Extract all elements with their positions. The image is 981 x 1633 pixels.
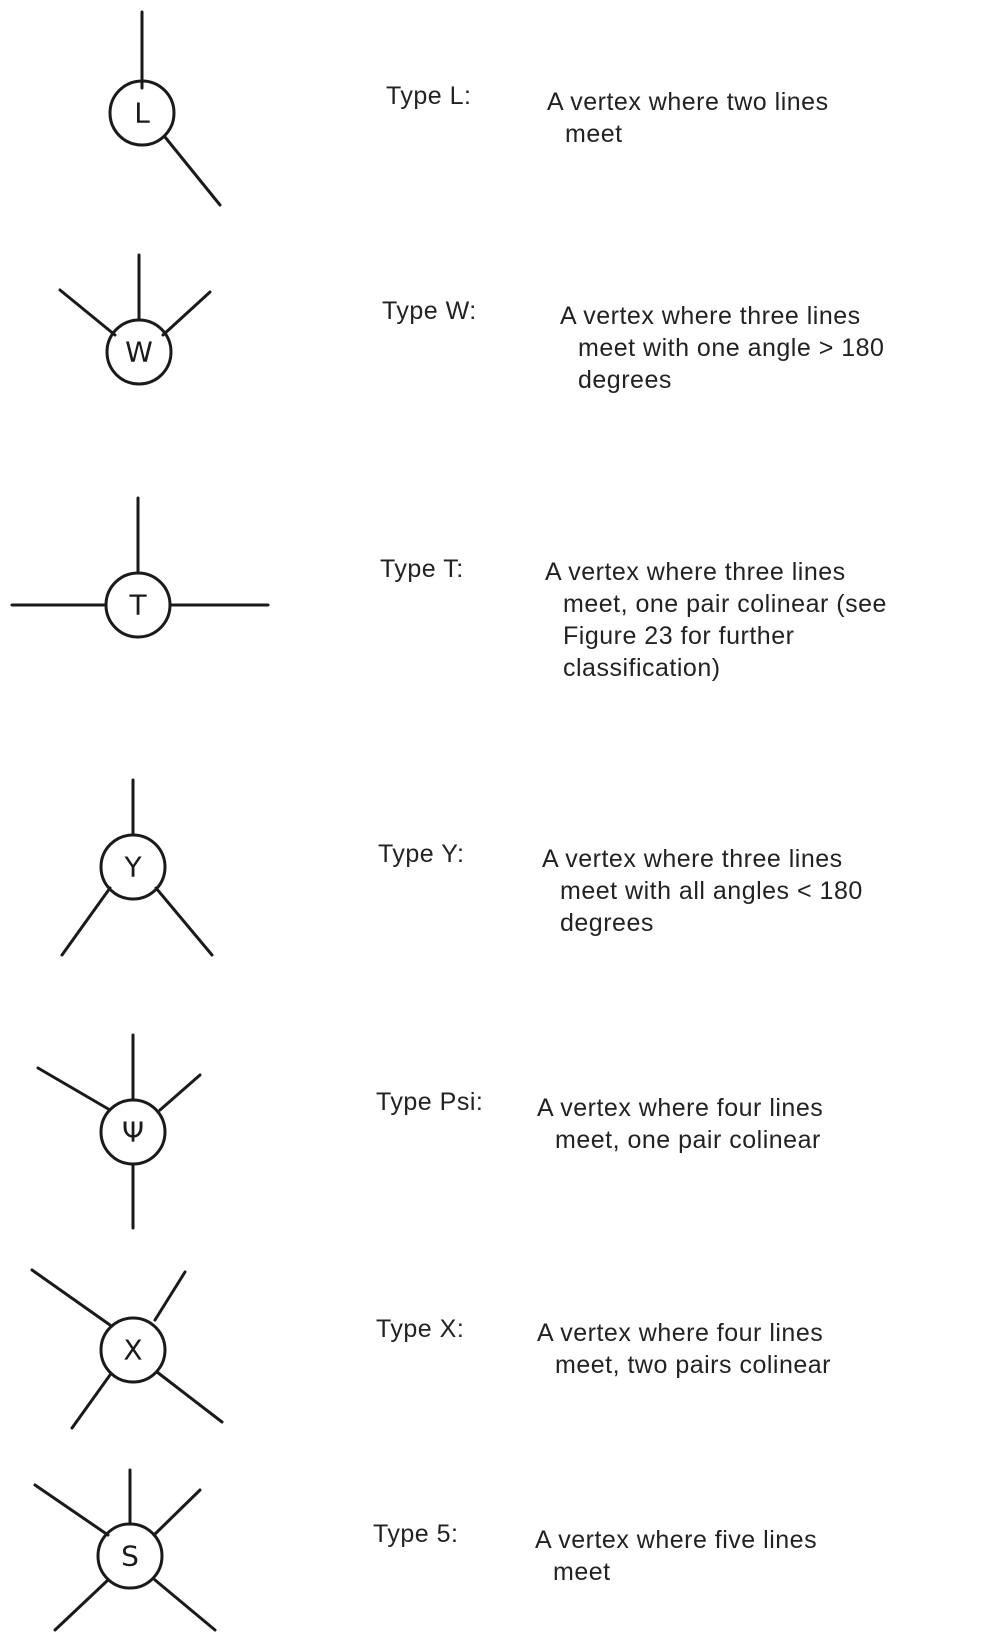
type-label-psi: Type Psi:: [376, 1088, 484, 1116]
description-line: meet, one pair colinear (see: [563, 590, 887, 618]
type-label-5: Type 5:: [373, 1520, 459, 1548]
description-line: A vertex where two lines: [547, 88, 829, 116]
description-5: A vertex where five lines meet: [535, 1524, 817, 1588]
type-label-w: Type W:: [382, 297, 477, 325]
vertex-glyph-5: S: [33, 1468, 217, 1632]
description-line: A vertex where three lines: [542, 845, 843, 873]
description-line: classification): [563, 654, 721, 682]
vertex-glyph-symbol: S: [121, 1540, 139, 1573]
description-line: A vertex where three lines: [545, 558, 846, 586]
description-line: Figure 23 for further: [563, 622, 795, 650]
vertex-glyph-symbol: L: [134, 97, 150, 130]
description-line: degrees: [578, 366, 672, 394]
description-line: A vertex where four lines: [537, 1094, 824, 1122]
description-line: meet with all angles < 180: [560, 877, 863, 905]
vertex-glyph-t: T: [10, 496, 270, 639]
description-t: A vertex where three lines meet, one pai…: [545, 556, 887, 684]
type-label-t: Type T:: [380, 555, 464, 583]
type-label-x: Type X:: [376, 1315, 465, 1343]
description-line: meet: [553, 1558, 611, 1586]
description-line: meet with one angle > 180: [578, 334, 885, 362]
vertex-glyph-symbol: W: [125, 336, 153, 369]
type-label-l: Type L:: [386, 82, 472, 110]
description-l: A vertex where two lines meet: [547, 86, 829, 150]
vertex-glyph-w: W: [58, 253, 212, 386]
vertex-glyph-symbol: T: [128, 589, 147, 622]
description-x: A vertex where four lines meet, two pair…: [537, 1317, 831, 1381]
description-w: A vertex where three lines meet with one…: [560, 300, 884, 396]
vertex-glyph-symbol: X: [123, 1334, 142, 1367]
description-y: A vertex where three lines meet with all…: [542, 843, 863, 939]
description-line: A vertex where three lines: [560, 302, 861, 330]
description-line: degrees: [560, 909, 654, 937]
description-line: A vertex where five lines: [535, 1526, 818, 1554]
vertex-glyph-psi: Ψ: [36, 1033, 202, 1230]
vertex-glyph-y: Y: [60, 778, 214, 957]
description-line: meet, one pair colinear: [555, 1126, 821, 1154]
vertex-glyph-symbol: Y: [123, 851, 142, 884]
vertex-glyph-symbol: Ψ: [122, 1116, 144, 1149]
description-line: A vertex where four lines: [537, 1319, 824, 1347]
type-label-y: Type Y:: [378, 840, 465, 868]
vertex-glyph-x: X: [30, 1268, 224, 1430]
description-line: meet, two pairs colinear: [555, 1351, 832, 1379]
vertex-glyph-l: L: [108, 10, 222, 207]
description-line: meet: [565, 120, 623, 148]
description-psi: A vertex where four lines meet, one pair…: [537, 1092, 823, 1156]
